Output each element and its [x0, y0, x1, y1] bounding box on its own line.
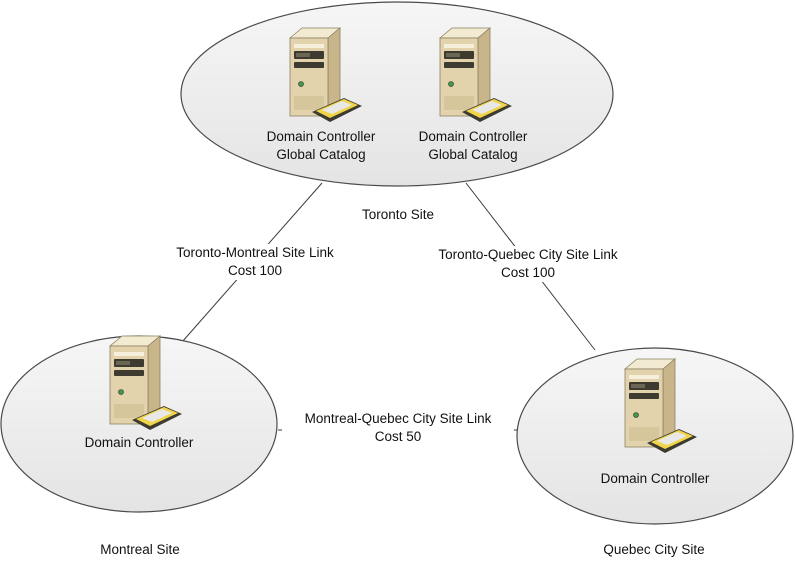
montreal-quebec-link-cost: Cost 50: [374, 429, 422, 444]
quebec-dc-label: Domain Controller: [600, 471, 710, 486]
server-tower-graphic: [623, 358, 697, 453]
toronto-montreal-link-name: Toronto-Montreal Site Link: [176, 245, 334, 260]
toronto-dc1-label: Domain Controller Global Catalog: [246, 128, 396, 164]
toronto-dc1-role: Domain Controller: [266, 129, 376, 144]
toronto-montreal-link-label: Toronto-Montreal Site Link Cost 100: [140, 244, 370, 280]
quebec-site-name: Quebec City Site: [603, 542, 705, 557]
toronto-quebec-link-name: Toronto-Quebec City Site Link: [438, 247, 618, 262]
server-tower-graphic: [108, 335, 182, 430]
montreal-quebec-link-label: Montreal-Quebec City Site Link Cost 50: [282, 410, 514, 446]
server-tower-graphic: [438, 27, 512, 122]
server-icon: [432, 24, 518, 137]
montreal-site-name: Montreal Site: [100, 542, 180, 557]
toronto-dc1-catalog: Global Catalog: [276, 147, 366, 162]
toronto-quebec-link-cost: Cost 100: [500, 265, 556, 280]
server-icon: [282, 24, 368, 137]
montreal-dc-label: Domain Controller: [84, 435, 194, 450]
server-tower-graphic: [288, 27, 362, 122]
toronto-quebec-link-label: Toronto-Quebec City Site Link Cost 100: [412, 246, 644, 282]
toronto-dc2-role: Domain Controller: [418, 129, 528, 144]
montreal-quebec-link-name: Montreal-Quebec City Site Link: [304, 411, 492, 426]
server-icon: [617, 355, 703, 468]
toronto-dc2-catalog: Global Catalog: [428, 147, 518, 162]
toronto-montreal-link-cost: Cost 100: [227, 263, 283, 278]
toronto-site-name: Toronto Site: [361, 207, 435, 222]
toronto-dc2-label: Domain Controller Global Catalog: [398, 128, 548, 164]
toronto-site-ellipse: [180, 1, 614, 187]
server-icon: [102, 332, 188, 445]
